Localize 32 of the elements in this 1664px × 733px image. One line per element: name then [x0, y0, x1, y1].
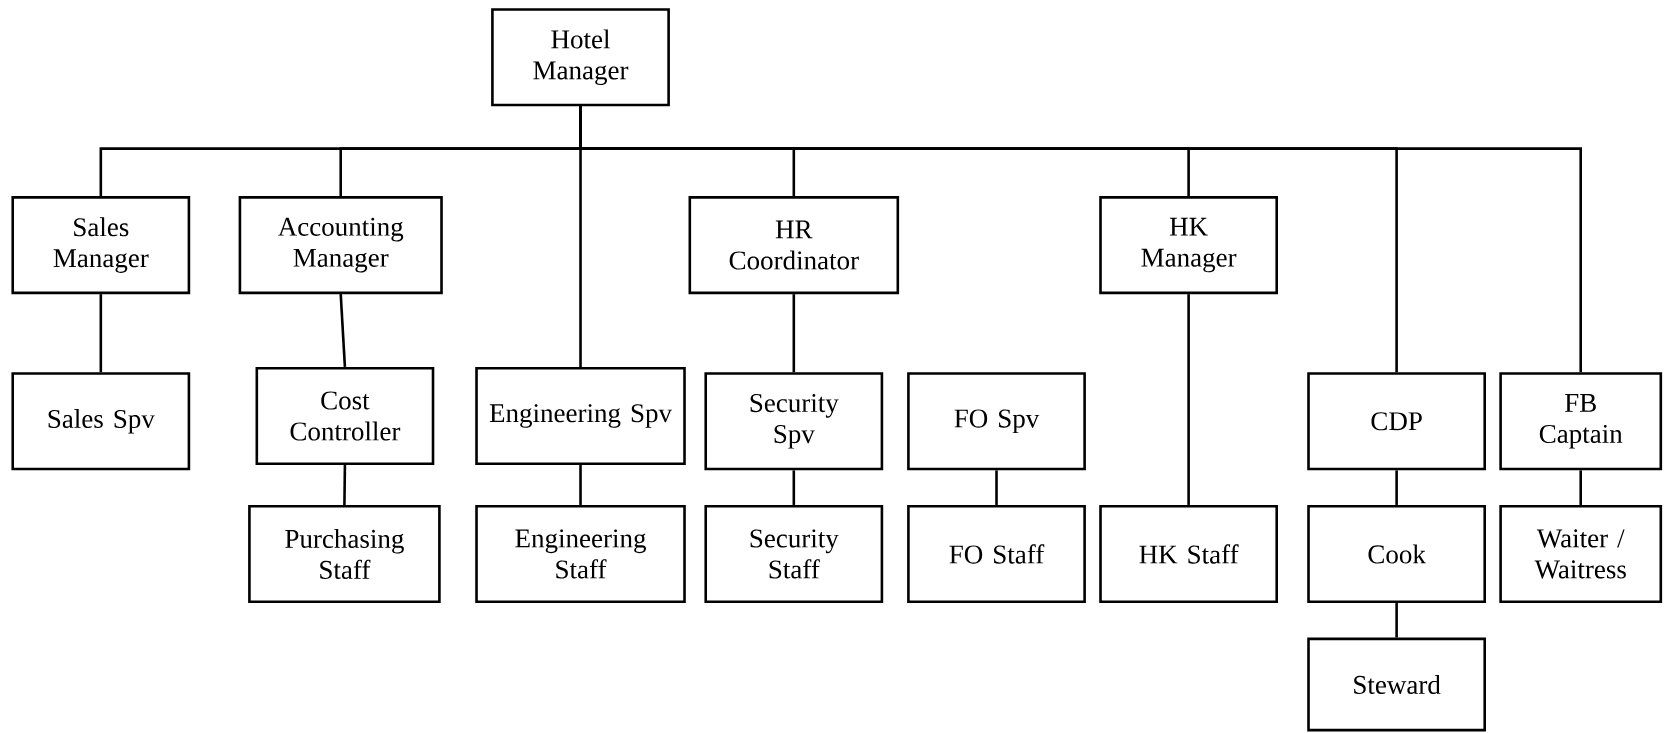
connector-line — [343, 465, 347, 505]
org-box: Engineering Staff — [475, 504, 686, 604]
org-box: HR Coordinator — [688, 196, 900, 295]
org-box: FO Spv — [907, 372, 1086, 471]
org-box: Sales Manager — [11, 196, 191, 295]
connector-line — [99, 294, 103, 373]
org-box: HK Staff — [1099, 504, 1278, 604]
org-box: Cook — [1307, 504, 1486, 604]
connector-line — [995, 470, 998, 505]
org-box: Hotel Manager — [491, 8, 670, 107]
connector-line — [1395, 470, 1398, 505]
org-box: FO Staff — [907, 504, 1086, 604]
org-box: Sales Spv — [11, 372, 191, 471]
org-box: Accounting Manager — [238, 196, 443, 295]
connector-line — [339, 294, 347, 368]
org-box: Waiter / Waitress — [1499, 504, 1663, 604]
org-box: Steward — [1307, 637, 1486, 732]
connector-line — [1579, 470, 1582, 505]
connector-line — [579, 106, 1582, 373]
connector-line — [579, 465, 582, 505]
org-box: Cost Controller — [255, 366, 435, 466]
connector-line — [1187, 294, 1190, 505]
connector-line — [1395, 603, 1398, 638]
org-box: FB Captain — [1499, 372, 1663, 471]
org-box: Purchasing Staff — [248, 504, 441, 604]
org-box: HK Manager — [1099, 196, 1278, 295]
org-box: Security Spv — [704, 372, 884, 471]
org-box: CDP — [1307, 372, 1486, 471]
org-box: Security Staff — [704, 504, 884, 604]
org-box: Engineering Spv — [475, 366, 686, 466]
connector-line — [792, 470, 796, 505]
connector-line — [792, 294, 796, 373]
